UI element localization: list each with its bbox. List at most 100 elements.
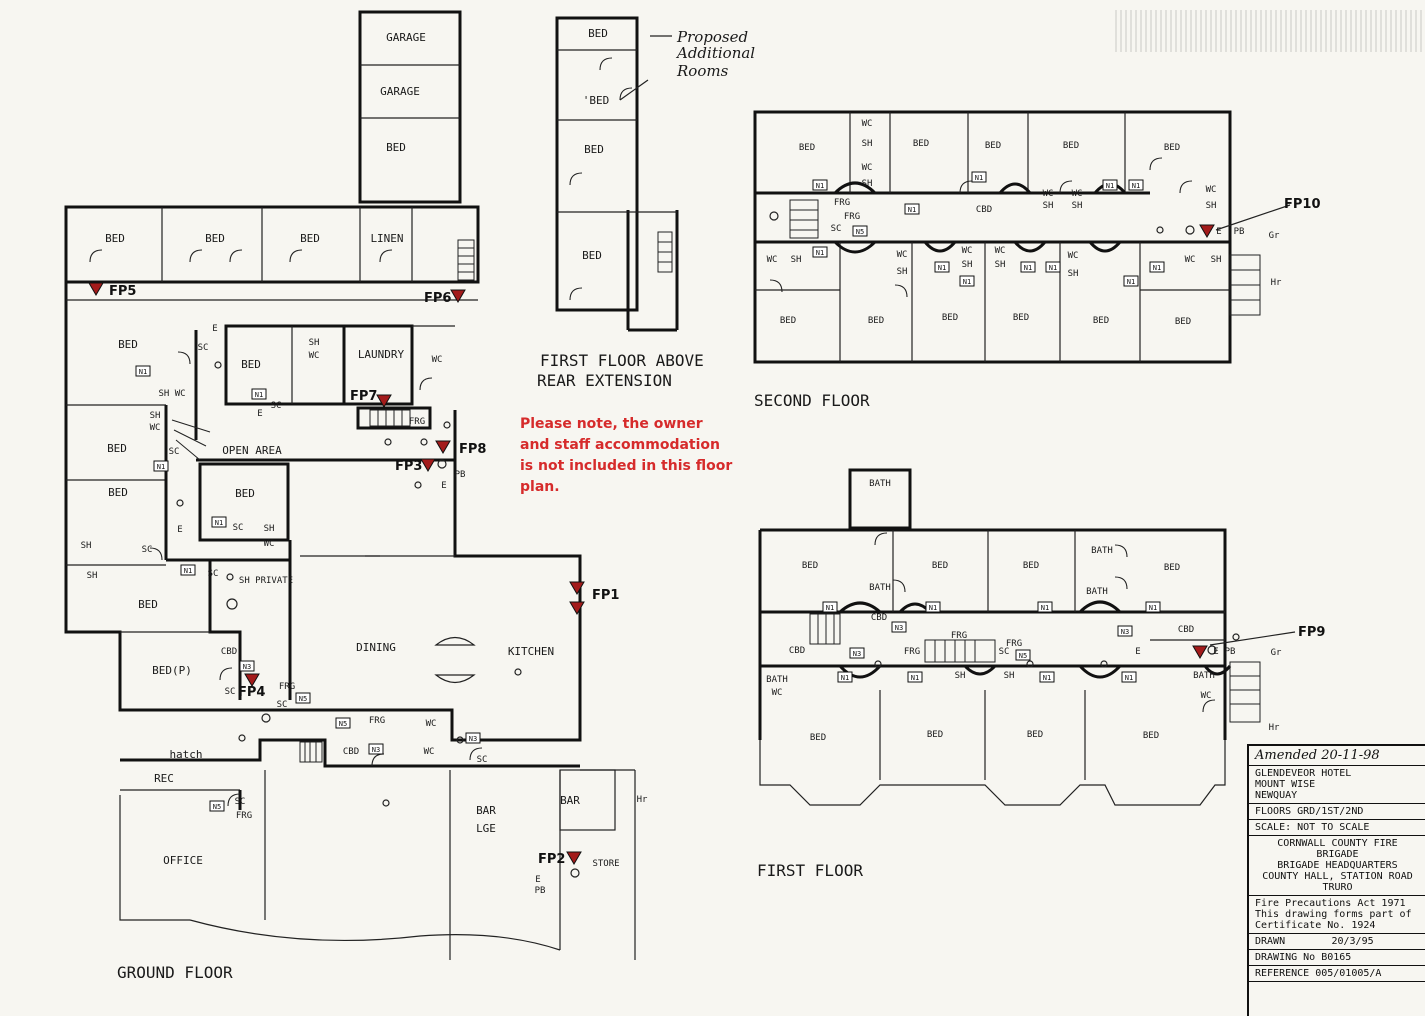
n1-marker: N1: [1045, 261, 1061, 273]
fire-point-fp3: FP3: [395, 458, 436, 474]
n1-marker: N1: [1145, 601, 1161, 613]
scan-noise: [1115, 10, 1425, 52]
annotation-proposed: Proposed: [676, 28, 748, 46]
fire-point-fp9: FP9: [1192, 625, 1325, 659]
fp2-label: FP2: [538, 852, 565, 867]
fp6-label: FP6: [424, 291, 451, 306]
room-label: SH: [862, 179, 873, 189]
room-label: SH: [897, 267, 908, 277]
room-label: CBD: [871, 613, 887, 623]
n1-marker: N1: [812, 246, 828, 258]
room-label: SH: [995, 260, 1006, 270]
n5-marker: N5: [335, 717, 351, 729]
rear-extension-title-line2: REAR EXTENSION: [537, 371, 672, 390]
fp10-label: FP10: [1284, 197, 1321, 212]
fire-point-fp4: FP4: [238, 673, 265, 700]
room-label: SC: [142, 545, 153, 555]
drawing-part-note: This drawing forms part of: [1255, 909, 1412, 920]
room-label: BED: [913, 139, 929, 149]
e-marker: E: [535, 875, 540, 885]
room-label: SC: [233, 523, 244, 533]
room-label: WC: [1068, 251, 1079, 261]
svg-text:N1: N1: [1127, 278, 1135, 286]
svg-text:N1: N1: [911, 674, 919, 682]
room-label: BED: [1013, 313, 1029, 323]
room-label: BED: [205, 232, 225, 245]
room-label: FRG: [236, 811, 252, 821]
fp7-label: FP7: [350, 389, 377, 404]
n1-marker: N1: [904, 203, 920, 215]
room-label: WC: [862, 163, 873, 173]
hotel-town: NEWQUAY: [1255, 790, 1298, 801]
room-label: BED: [1023, 561, 1039, 571]
e-marker: E: [441, 481, 446, 491]
hr-marker: Hr: [637, 795, 648, 805]
room-label: LAUNDRY: [358, 348, 405, 361]
svg-text:N1: N1: [1106, 182, 1114, 190]
rear-room-labels: BED 'BED BED BED: [582, 27, 609, 262]
room-label: BED: [1143, 731, 1159, 741]
svg-text:N3: N3: [1121, 628, 1129, 636]
svg-text:N5: N5: [299, 695, 307, 703]
room-label: BED: [1164, 143, 1180, 153]
n1-marker: N1: [822, 601, 838, 613]
n1-marker: N1: [934, 261, 950, 273]
reference-number: REFERENCE 005/01005/A: [1249, 966, 1425, 982]
room-label: BED: [241, 358, 261, 371]
svg-text:N1: N1: [938, 264, 946, 272]
brigade-info: CORNWALL COUNTY FIRE BRIGADE BRIGADE HEA…: [1249, 836, 1425, 896]
drawn-row: DRAWN 20/3/95: [1249, 934, 1425, 950]
room-label: WC: [862, 119, 873, 129]
room-label: OPEN AREA: [222, 444, 282, 457]
first-room-labels: BATH BED BED BED BED BATH BATH BATH CBD …: [766, 479, 1215, 743]
second-floor-plan: [753, 110, 1291, 364]
room-label: CBD: [221, 647, 237, 657]
certificate-number: Certificate No. 1924: [1255, 920, 1376, 931]
svg-text:N1: N1: [1125, 674, 1133, 682]
room-label: STORE: [592, 859, 619, 869]
svg-text:N5: N5: [1019, 652, 1027, 660]
room-label: BED: [780, 316, 796, 326]
room-label: 'BED: [583, 94, 610, 107]
room-label: BED: [300, 232, 320, 245]
hotel-address: GLENDEVEOR HOTEL MOUNT WISE NEWQUAY: [1249, 766, 1425, 804]
room-label: BED: [932, 561, 948, 571]
room-label: SH: [1072, 201, 1083, 211]
n1-marker: N1: [959, 275, 975, 287]
room-label: SH: [791, 255, 802, 265]
svg-text:N1: N1: [1043, 674, 1051, 682]
ground-floor-title: GROUND FLOOR: [117, 963, 233, 982]
fp3-label: FP3: [395, 459, 422, 474]
n1-marker: N1: [1020, 261, 1036, 273]
room-label: SC: [198, 343, 209, 353]
ground-floor-plan: [64, 10, 636, 960]
n1-marker: N1: [135, 365, 151, 377]
amended-date: Amended 20-11-98: [1249, 746, 1425, 766]
fp4-label: FP4: [238, 685, 265, 700]
e-marker: E: [1216, 227, 1221, 237]
room-label: FRG: [844, 212, 860, 222]
hr-marker: Hr: [1271, 278, 1282, 288]
room-label: FRG: [951, 631, 967, 641]
room-label: BED: [1063, 141, 1079, 151]
svg-text:N1: N1: [929, 604, 937, 612]
second-room-labels: BED WC SH WC SH BED BED BED BED WC SH CB…: [767, 119, 1222, 327]
svg-text:N1: N1: [1149, 604, 1157, 612]
room-label: SH: [87, 571, 98, 581]
room-label: SH: [955, 671, 966, 681]
n1-marker: N1: [211, 516, 227, 528]
room-label: WC: [772, 688, 783, 698]
n3-marker: N3: [465, 732, 481, 744]
room-label: BED: [1027, 730, 1043, 740]
fire-point-fp7: FP7: [350, 389, 392, 408]
room-label: REC: [154, 772, 174, 785]
room-label: SC: [225, 687, 236, 697]
room-label: SC: [208, 569, 219, 579]
room-label: CBD: [343, 747, 359, 757]
room-label: FRG: [369, 716, 385, 726]
svg-text:N1: N1: [963, 278, 971, 286]
room-label: BATH: [1193, 671, 1215, 681]
rear-extension-plan: [555, 16, 679, 332]
n1-marker: N1: [907, 671, 923, 683]
svg-text:N1: N1: [908, 206, 916, 214]
